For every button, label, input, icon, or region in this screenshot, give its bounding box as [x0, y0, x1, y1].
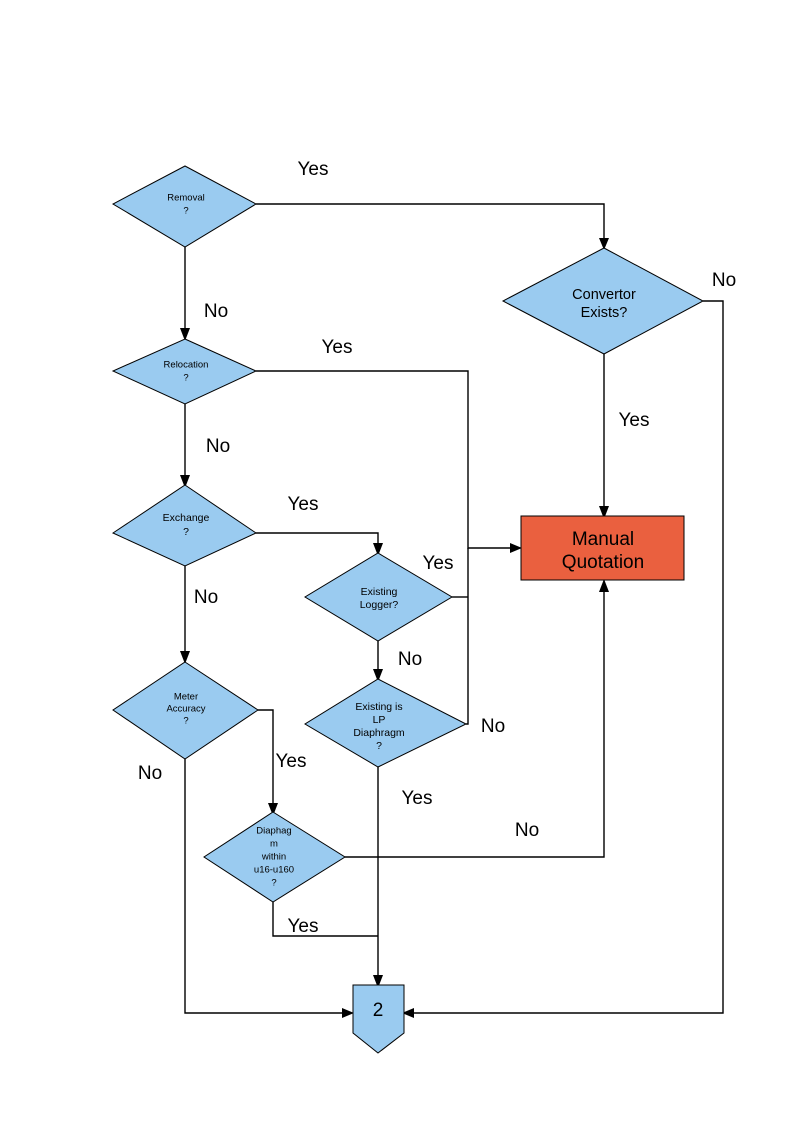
- existing-lp-label-line2: LP: [373, 714, 386, 726]
- diaphragm-label-line3: within: [261, 852, 286, 863]
- diaphragm-range-diamond[interactable]: [203, 811, 346, 903]
- meter-accuracy-label-line1: Meter: [174, 692, 198, 703]
- existing-logger-diamond[interactable]: [304, 552, 453, 642]
- arrow-meter-acc-yes: [268, 803, 278, 816]
- existing-logger-label-line1: Existing: [361, 586, 398, 598]
- arrow-relocation-yes: [510, 543, 522, 553]
- arrow-diaphragm-no: [599, 579, 609, 592]
- exchange-label-line1: Exchange: [163, 512, 210, 524]
- existing-lp-label-line4: ?: [376, 740, 382, 752]
- manual-quotation-label-line1: Manual: [572, 529, 634, 550]
- connector-2-label: 2: [373, 1000, 384, 1021]
- edge-existing-lp-no: [466, 548, 469, 725]
- node-convertor-exists[interactable]: Convertor Exists?: [501, 247, 705, 355]
- relocation-label-line1: Relocation: [164, 360, 209, 371]
- existing-logger-label-line2: Logger?: [360, 599, 399, 611]
- diaphragm-label-line4: u16-u160: [254, 865, 294, 876]
- meter-accuracy-diamond[interactable]: [112, 661, 259, 760]
- convertor-exists-label-line2: Exists?: [581, 305, 628, 321]
- arrow-removal-yes: [599, 238, 609, 250]
- edge-label-meter-acc-no: No: [138, 763, 162, 784]
- meter-accuracy-label-line2: Accuracy: [166, 704, 205, 715]
- arrow-exchange-yes: [373, 543, 383, 556]
- arrow-convertor-no: [402, 1008, 414, 1018]
- edge-label-exchange-yes: Yes: [288, 494, 319, 515]
- edge-removal-yes: [256, 203, 605, 240]
- edge-label-diaphragm-yes: Yes: [288, 916, 319, 937]
- meter-accuracy-label-line3: ?: [183, 716, 188, 727]
- connector-2-shape[interactable]: [352, 984, 405, 1054]
- arrow-convertor-yes: [599, 506, 609, 519]
- edge-label-existing-log-no: No: [398, 649, 422, 670]
- edge-label-relocation-no: No: [206, 436, 230, 457]
- removal-label-line2: ?: [183, 206, 188, 217]
- node-existing-logger[interactable]: Existing Logger?: [304, 552, 453, 642]
- arrow-meter-acc-no: [342, 1008, 354, 1018]
- edge-exchange-yes: [256, 532, 379, 545]
- manual-quotation-label-line2: Quotation: [562, 552, 644, 573]
- existing-lp-label-line3: Diaphragm: [353, 727, 405, 739]
- arrow-exchange-no: [180, 651, 190, 664]
- diaphragm-label-line1: Diaphag: [256, 826, 291, 837]
- node-connector-2[interactable]: 2: [352, 984, 405, 1054]
- manual-quotation-box[interactable]: [520, 515, 685, 581]
- node-diaphragm-range[interactable]: Diaphag m within u16-u160 ?: [203, 811, 346, 903]
- removal-label-line1: Removal: [167, 193, 205, 204]
- node-removal[interactable]: Removal ?: [111, 165, 258, 248]
- edge-label-meter-acc-yes: Yes: [276, 751, 307, 772]
- exchange-label-line2: ?: [183, 526, 189, 538]
- edge-label-removal-no: No: [204, 301, 228, 322]
- edge-diaphragm-yes: [272, 902, 378, 937]
- relocation-label-line2: ?: [183, 373, 188, 384]
- convertor-exists-label-line1: Convertor: [572, 287, 636, 303]
- convertor-exists-diamond[interactable]: [501, 247, 705, 355]
- node-exchange[interactable]: Exchange ?: [111, 484, 258, 567]
- existing-lp-label-line1: Existing is: [355, 701, 402, 713]
- edge-label-diaphragm-no: No: [515, 820, 539, 841]
- diaphragm-label-line5: ?: [271, 878, 276, 889]
- arrow-existing-lp-yes: [373, 975, 383, 988]
- diaphragm-label-line2: m: [270, 839, 278, 850]
- edge-label-relocation-yes: Yes: [322, 337, 353, 358]
- edge-label-convertor-no: No: [712, 270, 736, 291]
- arrow-removal-no: [180, 328, 190, 341]
- removal-diamond[interactable]: [111, 165, 258, 248]
- node-existing-lp-diaphragm[interactable]: Existing is LP Diaphragm ?: [304, 678, 468, 768]
- edge-label-exchange-no: No: [194, 587, 218, 608]
- existing-lp-diaphragm-diamond[interactable]: [304, 678, 468, 768]
- arrow-relocation-no: [180, 475, 190, 488]
- edge-relocation-yes: [256, 370, 512, 549]
- edge-label-removal-yes: Yes: [298, 159, 329, 180]
- edge-label-convertor-yes: Yes: [619, 410, 650, 431]
- edge-label-existing-log-yes: Yes: [423, 553, 454, 574]
- node-relocation[interactable]: Relocation ?: [111, 338, 258, 405]
- node-manual-quotation[interactable]: Manual Quotation: [520, 515, 685, 581]
- edge-meter-acc-yes: [258, 709, 274, 805]
- relocation-diamond[interactable]: [111, 338, 258, 405]
- edge-label-existing-lp-yes: Yes: [402, 788, 433, 809]
- edge-diaphragm-no: [345, 590, 605, 858]
- edge-meter-acc-no: [184, 759, 344, 1014]
- edge-convertor-no: [412, 300, 724, 1014]
- edge-label-existing-lp-no: No: [481, 716, 505, 737]
- node-meter-accuracy[interactable]: Meter Accuracy ?: [112, 661, 259, 760]
- exchange-diamond[interactable]: [111, 484, 258, 567]
- arrow-existing-logger-no: [373, 669, 383, 682]
